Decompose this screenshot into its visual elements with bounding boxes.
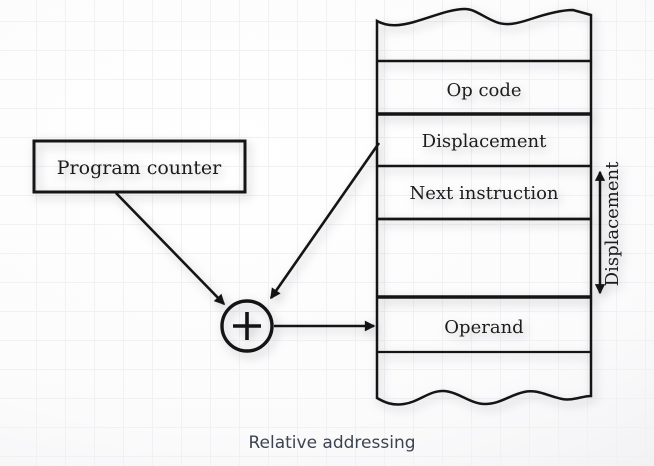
program-counter-box	[32, 139, 247, 194]
displacement-span-label: Displacement	[602, 161, 623, 286]
arrow-pc-to-adder	[115, 192, 226, 306]
arrow-displacement-to-adder	[269, 142, 381, 300]
adder-circle	[220, 299, 274, 353]
program-counter-label: Program counter	[57, 157, 222, 179]
caption: Relative addressing	[248, 433, 416, 453]
memory-row-label-opcode: Op code	[446, 80, 521, 101]
memory-block	[375, 7, 593, 406]
memory-row-label-operand: Operand	[444, 317, 523, 338]
memory-row-label-displacement: Displacement	[422, 131, 547, 152]
memory-row-label-next-instruction: Next instruction	[409, 183, 558, 204]
plus-icon	[233, 312, 261, 340]
